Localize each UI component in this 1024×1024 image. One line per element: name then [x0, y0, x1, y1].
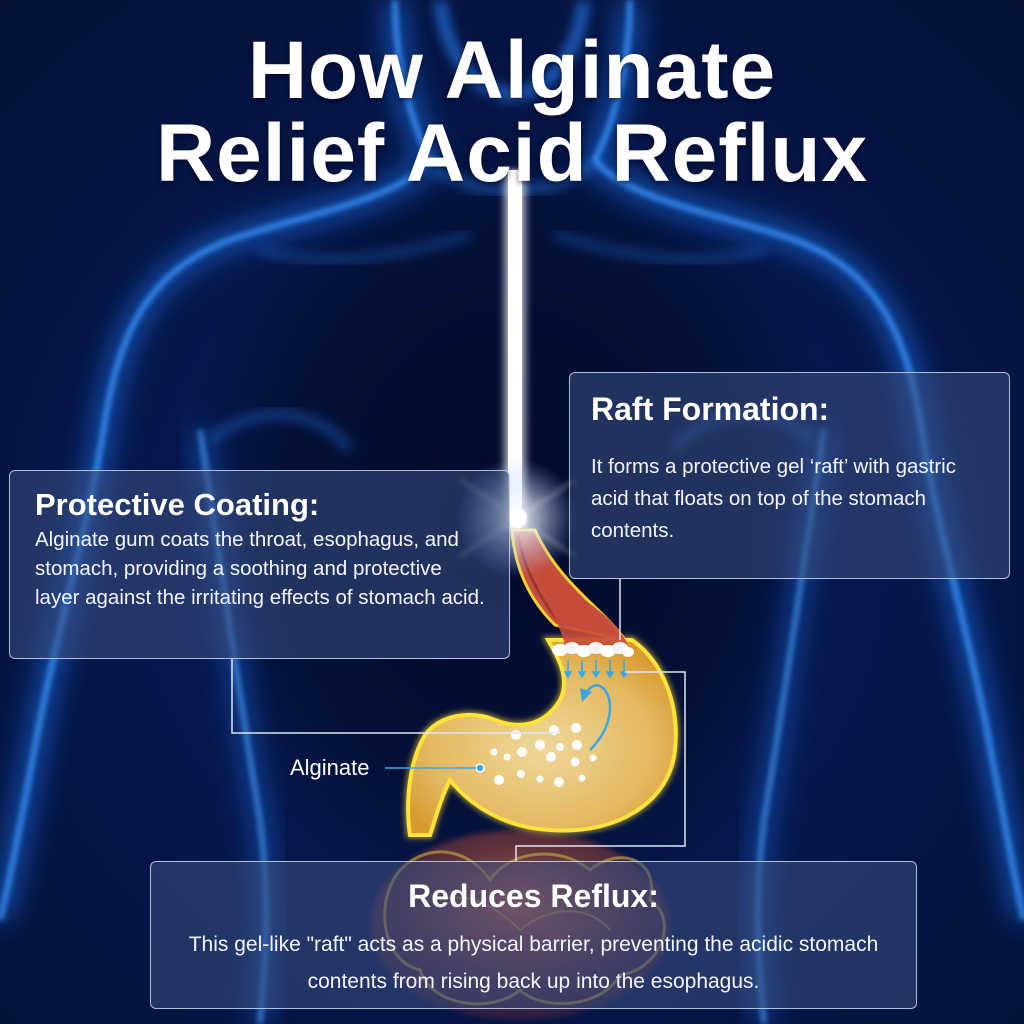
title-line-1: How Alginate: [247, 25, 777, 116]
protective-coating-card: Protective Coating: Alginate gum coats t…: [9, 470, 510, 659]
gel-raft-foam: [552, 642, 634, 657]
reduces-reflux-heading: Reduces Reflux:: [408, 878, 659, 914]
stomach: [404, 560, 680, 839]
title-line-2: Relief Acid Reflux: [155, 108, 869, 199]
alginate-particles: [490, 723, 597, 787]
protective-coating-heading: Protective Coating:: [35, 487, 320, 522]
alginate-pointer-dot: [475, 763, 485, 773]
reduces-reflux-body: This gel-like "raft" acts as a physical …: [188, 933, 879, 993]
raft-formation-body: It forms a protective gel ‘raft’ with ga…: [591, 455, 956, 542]
callout-lines: [231, 579, 686, 861]
downward-arrows: [563, 660, 629, 679]
raft-formation-heading: Raft Formation:: [591, 391, 830, 427]
reduces-reflux-card: Reduces Reflux: This gel-like "raft" act…: [150, 861, 917, 1009]
circulation-arrowhead: [580, 688, 592, 702]
raft-formation-card: Raft Formation: It forms a protective ge…: [569, 372, 1010, 579]
protective-coating-body: Alginate gum coats the throat, esophagus…: [35, 528, 485, 609]
alginate-label: Alginate: [290, 755, 370, 780]
circulation-arrow: [583, 684, 612, 751]
